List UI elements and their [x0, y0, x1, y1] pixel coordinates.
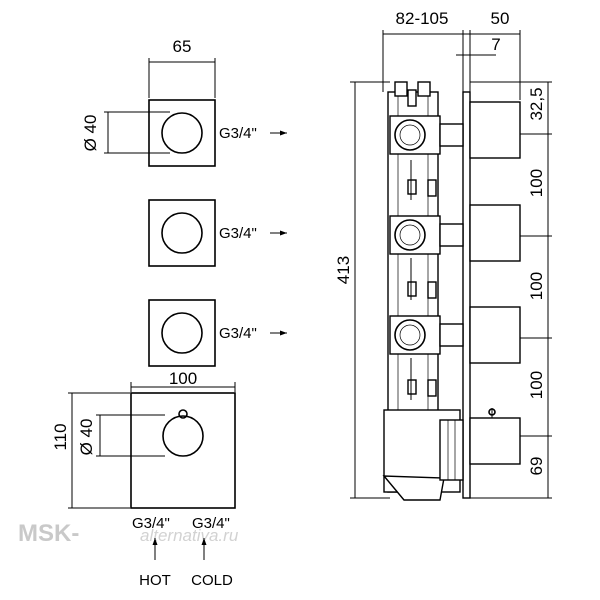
thermostat-diameter-dim: Ø 40 — [77, 419, 96, 456]
dim-82-105: 82-105 — [396, 9, 449, 28]
thermostat-height-dim: 110 — [51, 423, 70, 450]
inlet-thread-cold: G3/4" — [192, 515, 230, 532]
valve-plate-1: G3/4" — [148, 99, 287, 167]
hot-label: HOT — [139, 572, 171, 589]
dim-50: 50 — [491, 9, 510, 28]
front-view: 65 Ø 40 G3/4" G3/4" G3/4" — [51, 37, 287, 589]
outlet-thread-3: G3/4" — [219, 325, 257, 342]
side-valve-2 — [389, 204, 521, 262]
spacing-dim-100-c: 100 — [527, 371, 546, 399]
watermark-brand: MSK- — [18, 520, 79, 547]
diameter-dim-top: Ø 40 — [81, 115, 100, 152]
spacing-dim-32-5: 32,5 — [527, 87, 546, 120]
side-valve-3 — [389, 306, 521, 364]
cold-label: COLD — [191, 572, 233, 589]
spacing-dim-100-b: 100 — [527, 272, 546, 300]
wall-plate — [462, 91, 471, 499]
width-dim-65: 65 — [173, 37, 192, 56]
side-view: 82-105 50 7 413 32,5 100 100 100 69 — [334, 9, 552, 501]
total-height-dim: 413 — [334, 256, 353, 284]
dim-7: 7 — [491, 35, 500, 54]
thermostat-plate: 100 110 Ø 40 G3/4" G3/4" HOT COLD — [51, 369, 236, 589]
spacing-dim-69: 69 — [527, 457, 546, 476]
valve-plate-2: G3/4" — [148, 199, 287, 267]
spacing-dim-100-a: 100 — [527, 169, 546, 197]
side-valve-1 — [389, 101, 521, 159]
inlet-thread-hot: G3/4" — [132, 515, 170, 532]
watermark-domain: alternativa.ru — [140, 526, 239, 545]
valve-plate-3: G3/4" — [148, 299, 287, 367]
outlet-thread-1: G3/4" — [219, 125, 257, 142]
thermostat-width-dim: 100 — [169, 369, 197, 388]
outlet-thread-2: G3/4" — [219, 225, 257, 242]
watermark: MSK- alternativa.ru — [18, 520, 239, 547]
side-thermostat — [382, 408, 521, 501]
